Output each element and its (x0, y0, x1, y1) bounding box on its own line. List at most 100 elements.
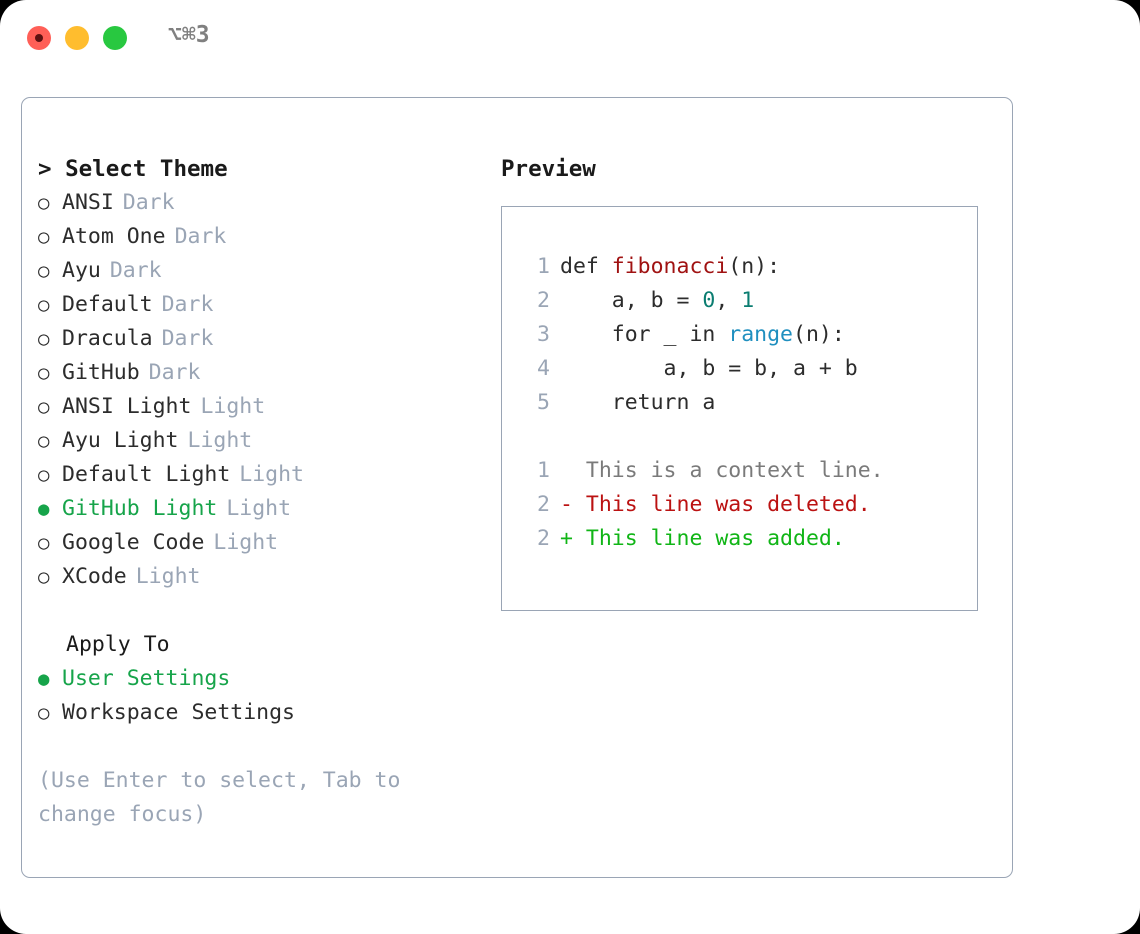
diff-line-text: This is a context line. (560, 454, 884, 488)
code-line: 1 def fibonacci(n): (522, 250, 971, 284)
theme-name: Default (62, 292, 153, 317)
apply-to-option[interactable]: ● User Settings (38, 662, 498, 696)
diff-body: This line was added. (585, 526, 845, 551)
radio-unselected-icon[interactable]: ○ (38, 464, 50, 486)
theme-list-item[interactable]: ○ Google Code Light (38, 526, 498, 560)
page-title: Select Theme (65, 156, 228, 182)
radio-unselected-icon[interactable]: ○ (38, 532, 50, 554)
theme-variant-label: Light (187, 428, 253, 453)
radio-selected-icon[interactable]: ● (38, 668, 50, 690)
theme-name: Google Code (62, 530, 205, 555)
radio-unselected-icon[interactable]: ○ (38, 566, 50, 588)
theme-name: ANSI Light (62, 394, 192, 419)
code-line-number: 4 (537, 356, 550, 381)
minimize-button[interactable] (65, 26, 89, 50)
radio-unselected-icon[interactable]: ○ (38, 226, 50, 248)
code-line-text: return a (560, 386, 716, 420)
theme-variant-label: Light (226, 496, 292, 521)
theme-variant-label: Dark (161, 292, 214, 317)
theme-panel-header: > Select Theme (38, 152, 498, 186)
close-button[interactable] (27, 26, 51, 50)
code-line: 3 for _ in range(n): (522, 318, 971, 352)
apply-to-option-label: Workspace Settings (62, 700, 295, 725)
diff-line: 2+ This line was added. (522, 522, 971, 556)
preview-header: Preview (501, 156, 596, 182)
radio-unselected-icon[interactable]: ○ (38, 702, 50, 724)
code-token-plain: a, b = (560, 288, 703, 313)
theme-variant-label: Light (213, 530, 279, 555)
diff-line-number: 2 (537, 492, 550, 517)
theme-name: Atom One (62, 224, 166, 249)
code-token-builtin: range (728, 322, 794, 347)
code-line-number: 3 (537, 322, 550, 347)
theme-list-item[interactable]: ● GitHub Light Light (38, 492, 498, 526)
code-line: 4 a, b = b, a + b (522, 352, 971, 386)
code-token-plain: , (715, 288, 742, 313)
theme-variant-label: Dark (174, 224, 227, 249)
diff-marker (560, 458, 586, 483)
theme-name: Dracula (62, 326, 153, 351)
radio-unselected-icon[interactable]: ○ (38, 294, 50, 316)
code-line-text: for _ in range(n): (560, 318, 845, 352)
maximize-button[interactable] (103, 26, 127, 50)
radio-unselected-icon[interactable]: ○ (38, 430, 50, 452)
code-token-plain: a, b = b, a + b (560, 356, 858, 381)
theme-list-item[interactable]: ○ Default Dark (38, 288, 498, 322)
theme-list-item[interactable]: ○ Atom One Dark (38, 220, 498, 254)
code-token-num: 0 (702, 288, 716, 313)
theme-variant-label: Dark (109, 258, 162, 283)
code-line-text: def fibonacci(n): (560, 250, 780, 284)
diff-line-number: 1 (537, 458, 550, 483)
theme-variant-label: Dark (122, 190, 175, 215)
theme-list-item[interactable]: ○ ANSI Light Light (38, 390, 498, 424)
code-preview-box: 1 def fibonacci(n): 2 a, b = 0, 1 3 for _ i… (501, 206, 978, 611)
code-line-number: 5 (537, 390, 550, 415)
radio-unselected-icon[interactable]: ○ (38, 192, 50, 214)
radio-unselected-icon[interactable]: ○ (38, 328, 50, 350)
window-controls (27, 26, 127, 50)
code-line: 5 return a (522, 386, 971, 420)
code-token-func: fibonacci (611, 254, 729, 279)
apply-to-header: Apply To (66, 632, 170, 657)
diff-block: 1 This is a context line.2- This line wa… (522, 454, 971, 556)
radio-unselected-icon[interactable]: ○ (38, 260, 50, 282)
preview-panel: Preview 1 def fibonacci(n): 2 a, b = 0, 1 3… (501, 152, 1001, 611)
header-prefix-caret: > (38, 156, 66, 182)
radio-unselected-icon[interactable]: ○ (38, 396, 50, 418)
theme-name: GitHub Light (62, 496, 218, 521)
keyboard-shortcut-label: ⌥⌘3 (168, 22, 210, 48)
diff-line-text: - This line was deleted. (560, 488, 871, 522)
code-token-num: 1 (741, 288, 755, 313)
radio-unselected-icon[interactable]: ○ (38, 362, 50, 384)
hint-text: (Use Enter to select, Tab to change focu… (38, 764, 448, 832)
theme-variant-label: Light (200, 394, 266, 419)
radio-selected-icon[interactable]: ● (38, 498, 50, 520)
theme-list-item[interactable]: ○ ANSI Dark (38, 186, 498, 220)
apply-to-section: Apply To ● User Settings ○ Workspace Settin… (38, 628, 498, 730)
diff-line: 2 - This line was deleted. (522, 488, 971, 522)
code-line-number: 2 (537, 288, 550, 313)
apply-to-option[interactable]: ○ Workspace Settings (38, 696, 498, 730)
code-token-plain: (n): (728, 254, 781, 279)
diff-marker: + (560, 526, 586, 551)
hint-line-1: (Use Enter to select, Tab to (38, 768, 401, 793)
theme-name: ANSI (62, 190, 114, 215)
diff-marker: - (560, 492, 586, 517)
code-token-plain: (n): (793, 322, 845, 347)
diff-line-text: + This line was added. (560, 522, 845, 556)
theme-variant-label: Dark (161, 326, 214, 351)
code-line-number: 1 (537, 254, 550, 279)
theme-name: XCode (62, 564, 127, 589)
theme-list-item[interactable]: ○ Dracula Dark (38, 322, 498, 356)
apply-to-option-label: User Settings (62, 666, 231, 691)
code-preview-content: 1 def fibonacci(n): 2 a, b = 0, 1 3 for _ i… (522, 250, 971, 556)
